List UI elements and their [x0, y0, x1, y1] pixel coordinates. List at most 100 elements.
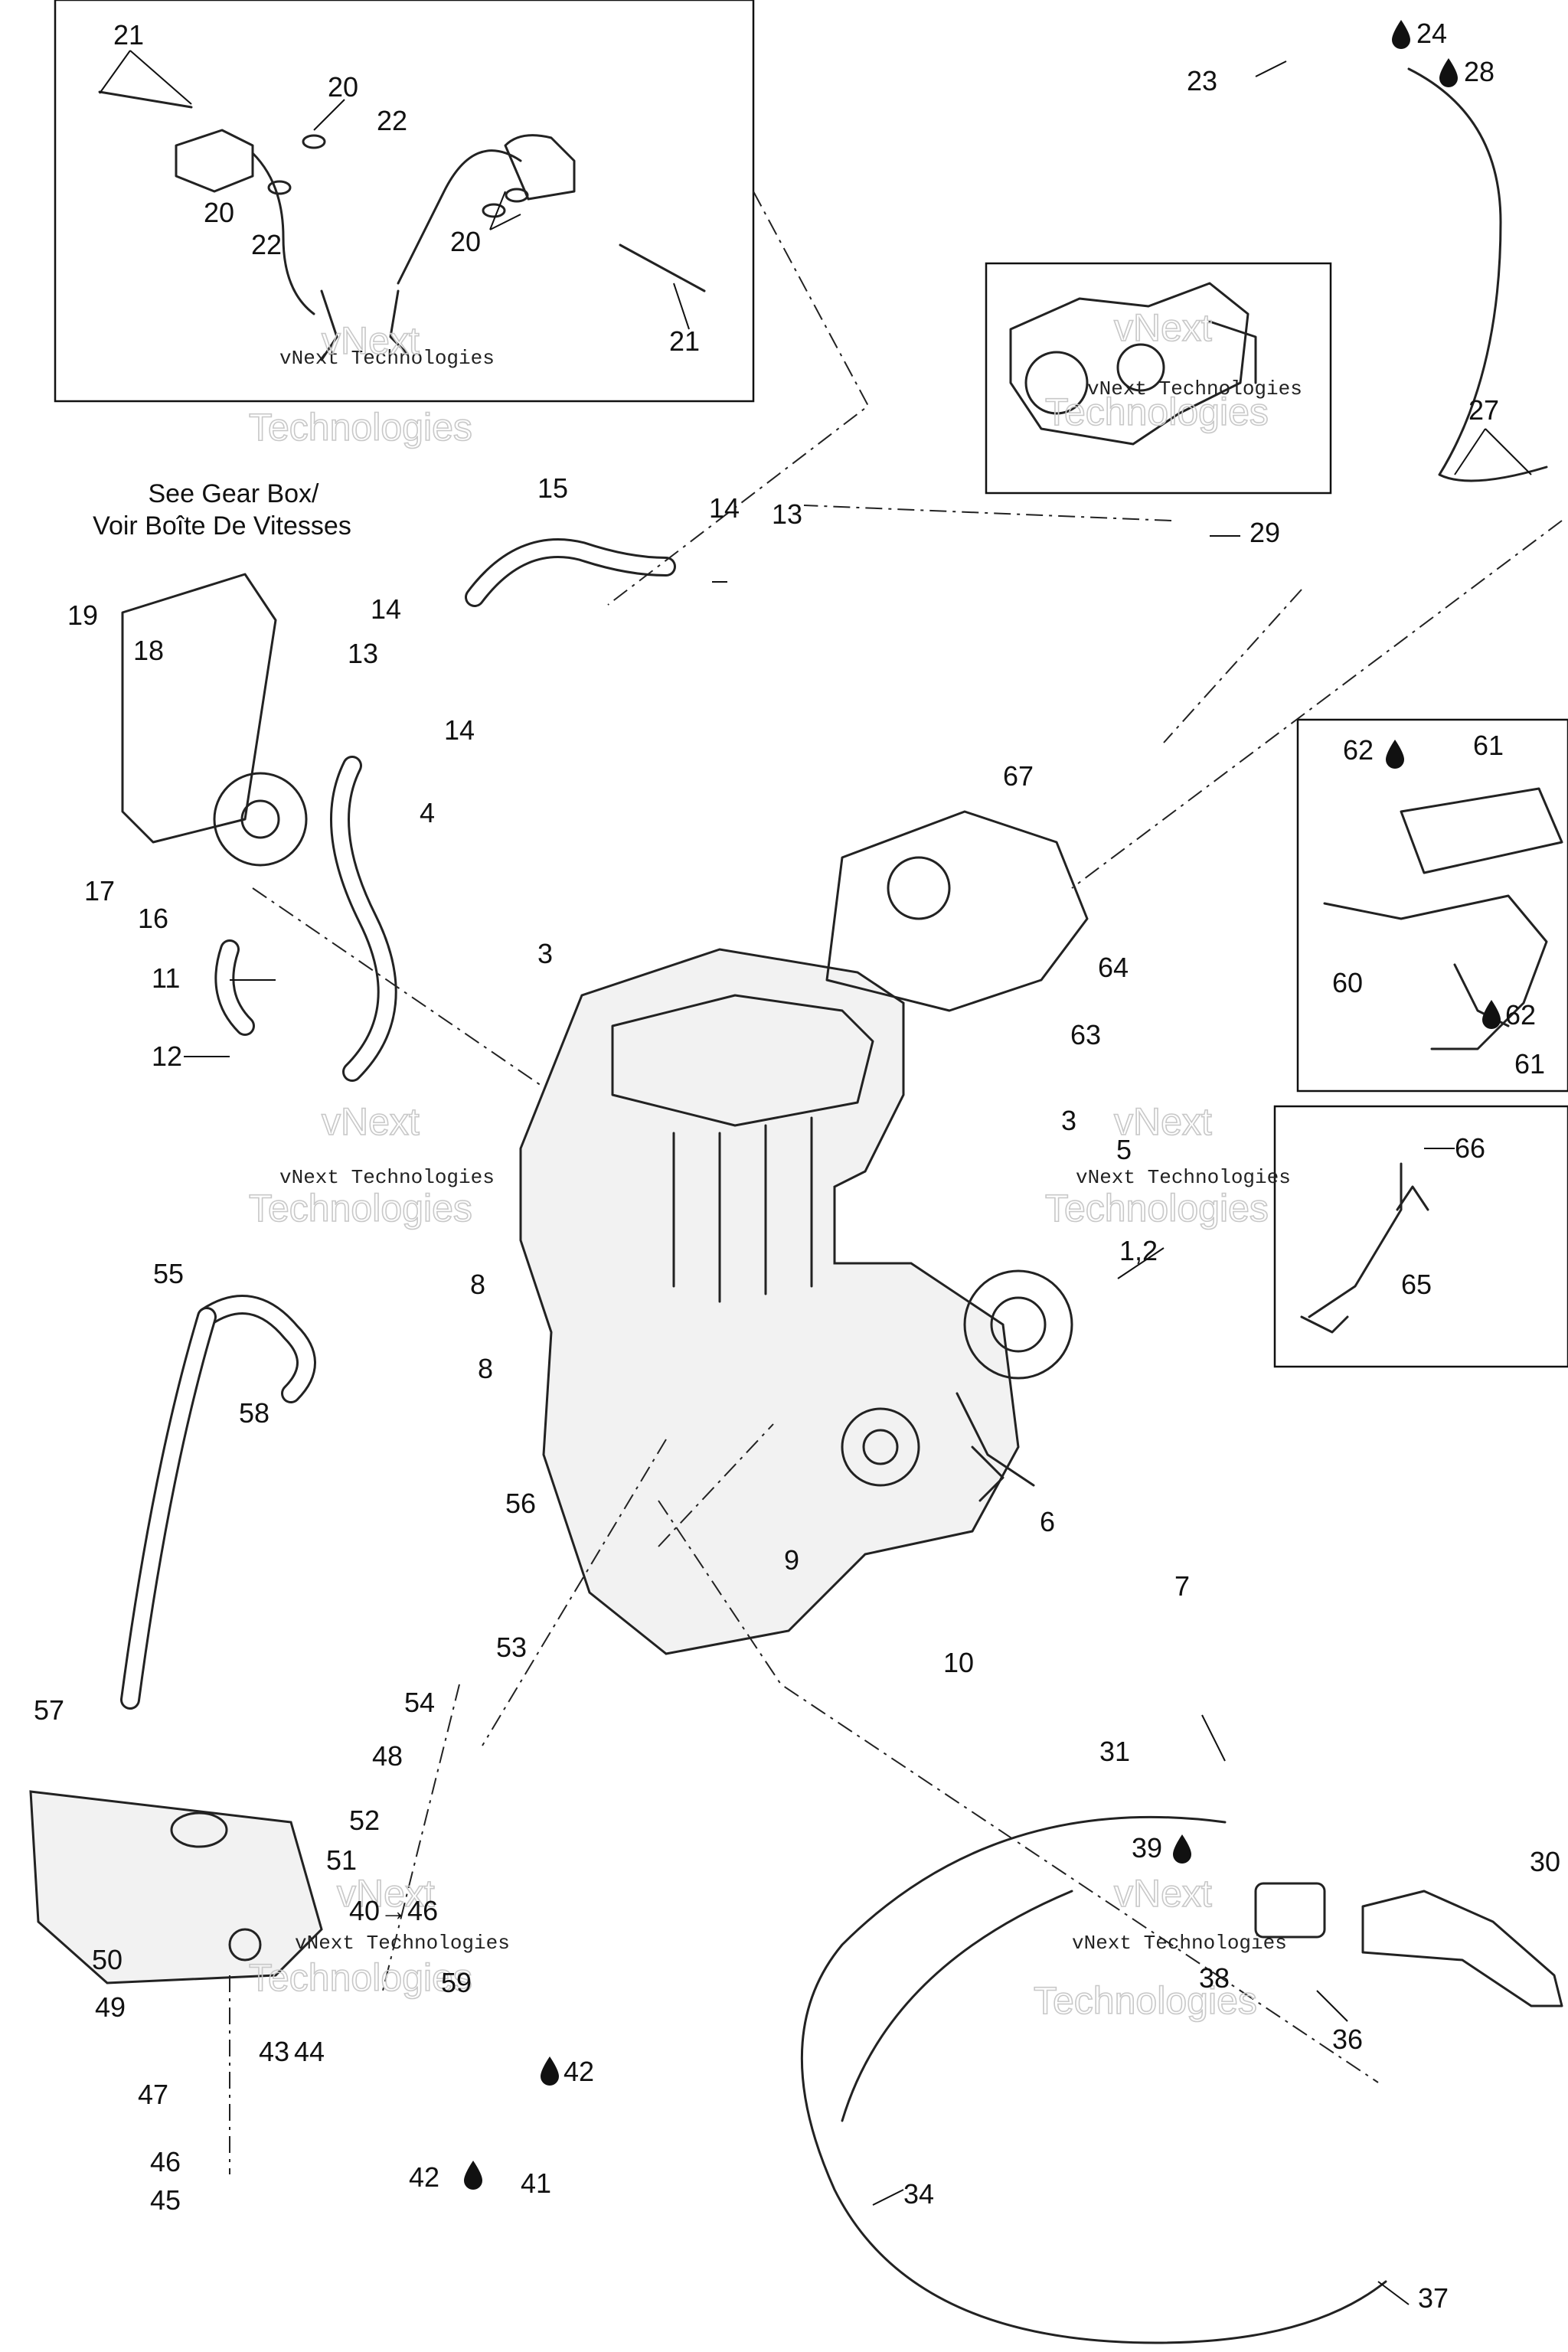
throttle-cable [1407, 67, 1548, 482]
callout-label: 19 [67, 599, 98, 631]
watermark-text: Technologies [1034, 1979, 1257, 2022]
oil-tank [29, 1790, 323, 1984]
callout-label: 22 [377, 105, 407, 136]
callout-label: 20 [450, 226, 481, 257]
alignment-lines [229, 191, 1563, 2174]
callout-label: 44 [294, 2036, 325, 2067]
callout-label: 53 [496, 1632, 527, 1663]
callout-label: 49 [95, 1991, 126, 2023]
callout-label: 10 [943, 1647, 974, 1678]
callout-label: 14 [709, 492, 740, 524]
callout-label: 24 [1416, 18, 1447, 49]
drop-icon [1173, 1834, 1191, 1864]
watermark-text: Technologies [1045, 1187, 1269, 1230]
callout-label: 20 [328, 71, 358, 103]
drop-icon [1482, 1000, 1501, 1029]
watermark-text: Technologies [249, 1187, 472, 1230]
callout-label: 17 [84, 875, 115, 906]
callout-label: 54 [404, 1687, 435, 1718]
callout-label: 63 [1070, 1019, 1101, 1050]
callout-label: 61 [1514, 1048, 1545, 1080]
callout-label: 58 [239, 1397, 270, 1429]
callout-label: 55 [153, 1258, 184, 1289]
callout-label: 51 [326, 1844, 357, 1876]
watermark-text: vNext [1114, 1872, 1212, 1915]
callout-label: 66 [1455, 1132, 1485, 1164]
callout-label: 37 [1418, 2282, 1449, 2314]
callout-label: 20 [204, 197, 234, 228]
callout-label: 57 [34, 1694, 64, 1726]
callout-label: 27 [1468, 394, 1499, 426]
callout-label: 11 [152, 962, 180, 994]
inset-frame-ignition [54, 0, 755, 403]
callout-label: 14 [371, 593, 401, 625]
callout-label: 6 [1040, 1506, 1055, 1537]
callout-label: 5 [1116, 1134, 1132, 1165]
callout-label: 36 [1332, 2024, 1363, 2055]
watermark-text: vNext [322, 319, 420, 362]
callout-label: 59 [441, 1967, 472, 1998]
drop-icon [1386, 740, 1404, 769]
callout-label: 56 [505, 1488, 536, 1519]
inset-frame-kick-lever [1273, 1105, 1568, 1368]
callout-label: 13 [772, 498, 802, 530]
watermark-text: vNext [337, 1872, 435, 1915]
callout-label: 48 [372, 1740, 403, 1772]
drop-icon [1392, 20, 1410, 49]
inset-frame-bracket [1296, 718, 1568, 1093]
bracket-inset [1296, 718, 1568, 1093]
callout-label: 29 [1250, 517, 1280, 548]
callout-label: 15 [537, 472, 568, 504]
watermark-text: vNext [1114, 306, 1212, 349]
callout-label: 38 [1199, 1962, 1230, 1994]
leader-lines [99, 50, 1532, 2305]
callout-label: 4 [420, 797, 435, 828]
drop-icon [1439, 58, 1458, 87]
gear-sprocket [121, 573, 308, 867]
watermark-text: vNext Technologies [1087, 377, 1302, 400]
watermark-text: vNext Technologies [295, 1932, 510, 1955]
drop-icon [541, 2056, 559, 2086]
part-callouts: 21 20 22 20 22 20 21 23 24 28 27 29 15 1… [34, 18, 1560, 2314]
clutch-cable [800, 1815, 1387, 2344]
callout-label: 8 [470, 1269, 485, 1300]
watermark-text: vNext Technologies [279, 347, 495, 370]
callout-label: 62 [1505, 999, 1536, 1031]
callout-label: 1,2 [1119, 1235, 1158, 1266]
callout-label: 7 [1174, 1570, 1190, 1602]
watermark-text: Technologies [249, 1956, 472, 1999]
coolant-hose-lower [214, 756, 397, 1082]
callout-label: 45 [150, 2184, 181, 2216]
callout-label: 50 [92, 1944, 122, 1975]
callout-label: 39 [1132, 1832, 1162, 1864]
lubricant-drop-icons [464, 20, 1501, 2190]
coolant-hose-upper [465, 538, 676, 607]
callout-label: 42 [564, 2056, 594, 2087]
oil-hose [120, 1295, 316, 1710]
watermark-text: vNext [322, 1100, 420, 1143]
callout-label: 8 [478, 1353, 493, 1384]
watermark-text: vNext Technologies [279, 1166, 495, 1189]
callout-label: 61 [1473, 730, 1504, 761]
callout-label: 12 [152, 1040, 182, 1072]
callout-label: 52 [349, 1805, 380, 1836]
callout-label: 30 [1530, 1846, 1560, 1877]
watermark-text: vNext Technologies [1072, 1932, 1287, 1955]
callout-label: 23 [1187, 65, 1217, 96]
callout-label: 47 [138, 2079, 168, 2110]
gear-box-note-line2: Voir Boîte De Vitesses [93, 511, 351, 541]
callout-label: 3 [537, 938, 553, 969]
watermark-text: Technologies [249, 406, 472, 449]
watermark-text: vNext Technologies [1076, 1166, 1291, 1189]
watermarks: vNext Technologies vNext Technologies vN… [248, 305, 1302, 2023]
throttle-sensor-inset [985, 262, 1332, 495]
callout-label: 34 [903, 2178, 934, 2210]
callout-label: 42 [409, 2161, 439, 2193]
callout-label: 3 [1061, 1105, 1076, 1136]
callout-label: 21 [113, 19, 144, 51]
clutch-lever [1254, 1882, 1563, 2007]
callout-label: 18 [133, 635, 164, 666]
drop-icon [464, 2161, 482, 2190]
engine-block [519, 810, 1089, 1655]
